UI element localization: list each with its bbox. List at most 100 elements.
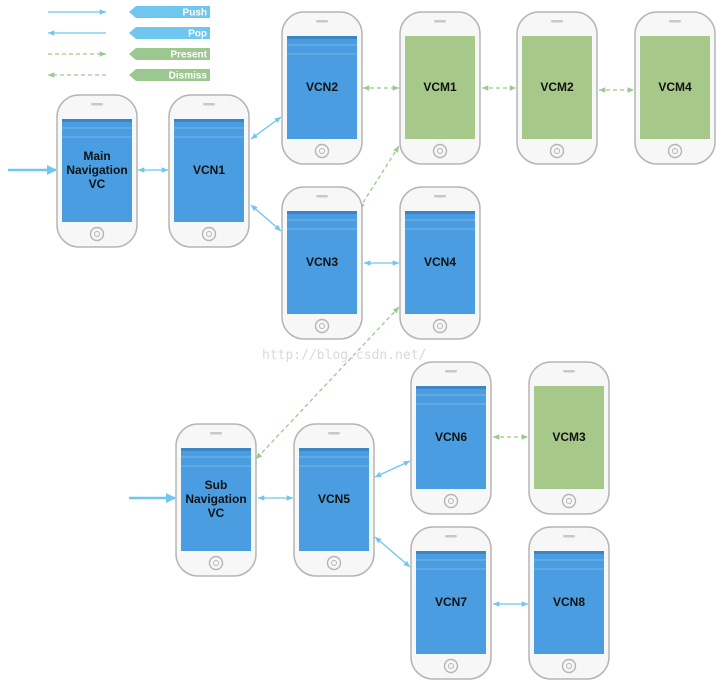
home-button-inner	[331, 560, 337, 566]
phone-screen	[287, 211, 357, 314]
connection-arrows	[8, 85, 634, 607]
speaker-slot	[551, 20, 563, 23]
legend-tag-push	[129, 6, 210, 18]
phone-label-vcn4: VCN4	[424, 255, 456, 269]
speaker-slot	[328, 432, 340, 435]
phone-screen	[405, 36, 475, 139]
phone-label-main-nav: Main	[83, 149, 110, 163]
status-bar	[405, 211, 475, 214]
home-button-inner	[554, 148, 560, 154]
phone-screen	[405, 211, 475, 314]
phone-screen	[640, 36, 710, 139]
home-button-inner	[566, 498, 572, 504]
status-bar	[181, 448, 251, 451]
phone-vcm3: VCM3	[528, 361, 610, 515]
phone-label-vcn1: VCN1	[193, 163, 225, 177]
speaker-slot	[316, 195, 328, 198]
phone-screen	[62, 119, 132, 222]
phone-label-vcm2: VCM2	[540, 80, 574, 94]
phone-screen	[416, 551, 486, 654]
status-bar	[416, 551, 486, 554]
phone-vcn3: VCN3	[281, 186, 363, 340]
phone-screen	[416, 386, 486, 489]
speaker-slot	[445, 535, 457, 538]
home-button	[208, 555, 224, 571]
home-button	[314, 318, 330, 334]
legend-tag-pop	[129, 27, 210, 39]
speaker-slot	[434, 195, 446, 198]
arrow-vcn5-to-vcn6	[374, 460, 411, 478]
arrow-vcn1-to-vcn3	[250, 204, 282, 232]
legend-label-present: Present	[170, 50, 207, 61]
status-bar	[299, 448, 369, 451]
phone-vcn8: VCN8	[528, 526, 610, 680]
phone-screen	[534, 551, 604, 654]
phone-vcn4: VCN4	[399, 186, 481, 340]
phone-vcm2: VCM2	[516, 11, 598, 165]
home-button-inner	[319, 148, 325, 154]
home-button	[432, 143, 448, 159]
home-button	[432, 318, 448, 334]
legend-label-dismiss: Dismiss	[169, 71, 208, 82]
speaker-slot	[316, 20, 328, 23]
arrow-vcm1-to-vcn3	[358, 145, 400, 210]
phone-label-sub-nav: VC	[208, 506, 225, 520]
status-bar	[174, 119, 244, 122]
home-button	[443, 658, 459, 674]
home-button-inner	[213, 560, 219, 566]
legend-label-pop: Pop	[188, 29, 207, 40]
home-button-inner	[448, 663, 454, 669]
phone-label-main-nav: Navigation	[66, 163, 127, 177]
home-button-inner	[206, 231, 212, 237]
phone-screen	[287, 36, 357, 139]
home-button-inner	[437, 323, 443, 329]
status-bar	[287, 211, 357, 214]
phone-label-vcn2: VCN2	[306, 80, 338, 94]
speaker-slot	[563, 535, 575, 538]
watermark-text: http://blog.csdn.net/	[262, 348, 426, 363]
phone-label-vcn6: VCN6	[435, 430, 467, 444]
phone-label-sub-nav: Sub	[205, 478, 228, 492]
phone-label-sub-nav: Navigation	[185, 492, 246, 506]
phone-label-main-nav: VC	[89, 177, 106, 191]
status-bar	[416, 386, 486, 389]
arrow-vcn1-to-vcn2	[250, 116, 282, 140]
home-button	[549, 143, 565, 159]
speaker-slot	[445, 370, 457, 373]
phone-label-vcn8: VCN8	[553, 595, 585, 609]
speaker-slot	[203, 103, 215, 106]
phone-vcn5: VCN5	[293, 423, 375, 577]
phone-label-vcn3: VCN3	[306, 255, 338, 269]
phone-vcm1: VCM1	[399, 11, 481, 165]
home-button	[314, 143, 330, 159]
speaker-slot	[434, 20, 446, 23]
legend-tag-dismiss	[129, 69, 210, 81]
phone-screen	[522, 36, 592, 139]
speaker-slot	[91, 103, 103, 106]
phone-label-vcn5: VCN5	[318, 492, 350, 506]
speaker-slot	[669, 20, 681, 23]
home-button	[326, 555, 342, 571]
phone-screen	[174, 119, 244, 222]
speaker-slot	[563, 370, 575, 373]
phone-vcm4: VCM4	[634, 11, 716, 165]
speaker-slot	[210, 432, 222, 435]
home-button	[201, 226, 217, 242]
phone-label-vcm4: VCM4	[658, 80, 692, 94]
home-button-inner	[566, 663, 572, 669]
home-button-inner	[94, 231, 100, 237]
home-button-inner	[319, 323, 325, 329]
legend-tag-present	[129, 48, 210, 60]
home-button-inner	[672, 148, 678, 154]
phone-label-vcm3: VCM3	[552, 430, 586, 444]
phone-vcn7: VCN7	[410, 526, 492, 680]
home-button	[443, 493, 459, 509]
status-bar	[534, 551, 604, 554]
home-button-inner	[437, 148, 443, 154]
phone-screen	[181, 448, 251, 551]
